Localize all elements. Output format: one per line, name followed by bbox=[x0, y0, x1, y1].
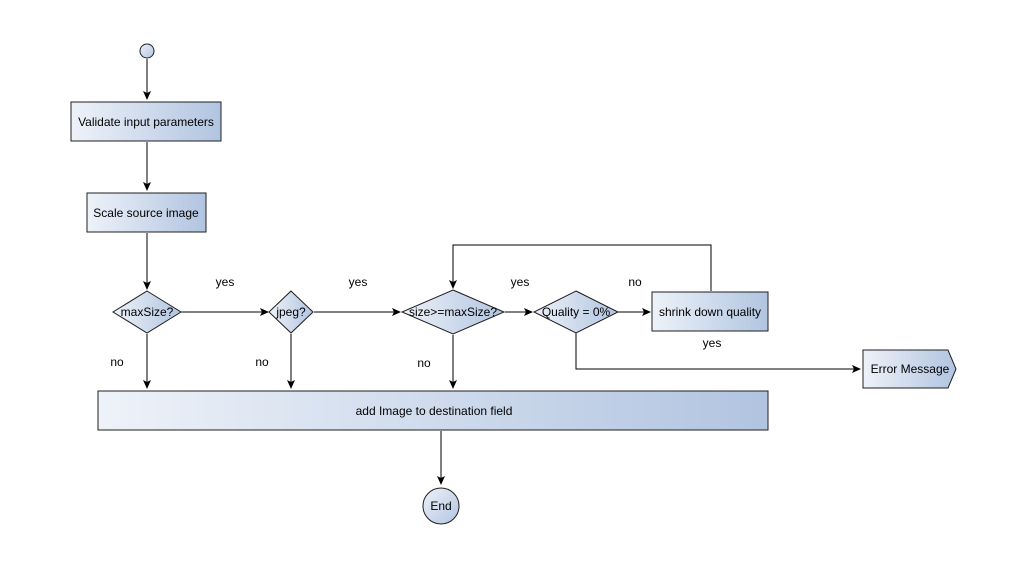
label-maxsize-no: no bbox=[110, 355, 124, 369]
validate-node bbox=[70, 101, 222, 142]
shrink-node bbox=[651, 291, 769, 332]
jpeg-label: jpeg? bbox=[275, 305, 306, 319]
edge-quality-error bbox=[575, 333, 861, 373]
validate-label: Validate input parameters bbox=[78, 115, 214, 129]
label-size-yes: yes bbox=[511, 275, 530, 289]
label-quality-yes: yes bbox=[703, 336, 722, 350]
edges bbox=[143, 59, 861, 485]
quality-decision bbox=[532, 290, 620, 334]
label-jpeg-yes: yes bbox=[349, 275, 368, 289]
start-node bbox=[139, 43, 155, 59]
error-node bbox=[862, 349, 957, 389]
end-label: End bbox=[430, 499, 451, 513]
add-image-node bbox=[97, 390, 769, 431]
maxsize-decision bbox=[112, 290, 182, 334]
end-node bbox=[422, 487, 460, 525]
size-decision bbox=[400, 289, 506, 335]
label-maxsize-yes: yes bbox=[216, 275, 235, 289]
edge-shrink-loop bbox=[449, 244, 712, 291]
jpeg-decision bbox=[268, 290, 314, 334]
edge-labels: yes no yes no yes no no yes bbox=[110, 275, 721, 370]
nodes: Validate input parameters Scale source i… bbox=[70, 43, 957, 525]
maxsize-label: maxSize? bbox=[121, 305, 174, 319]
shrink-label: shrink down quality bbox=[659, 305, 761, 319]
size-label: size>=maxSize? bbox=[409, 305, 497, 319]
scale-node bbox=[86, 192, 207, 233]
label-jpeg-no: no bbox=[255, 355, 269, 369]
add-image-label: add Image to destination field bbox=[356, 404, 513, 418]
quality-label: Quality = 0% bbox=[542, 305, 611, 319]
label-quality-no: no bbox=[628, 275, 642, 289]
label-size-no: no bbox=[417, 356, 431, 370]
error-label: Error Message bbox=[871, 362, 950, 376]
scale-label: Scale source image bbox=[93, 206, 199, 220]
